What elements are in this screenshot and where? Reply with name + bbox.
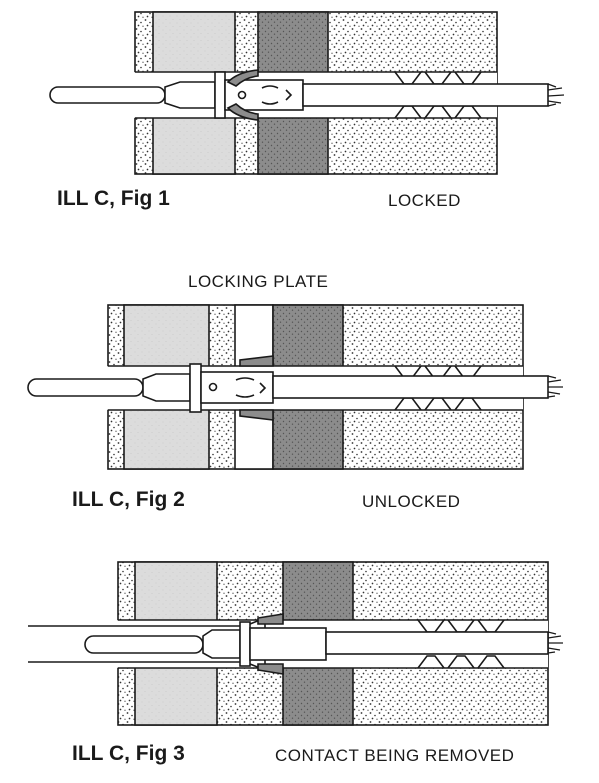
figure-2-drawing [27,304,563,470]
figure-3-drawing [28,561,563,726]
figure-2-label: ILL C, Fig 2 [72,488,185,511]
figure-3-label: ILL C, Fig 3 [72,742,185,765]
figure-1-state: LOCKED [388,191,461,210]
figure-1-drawing [49,11,565,175]
locking-plate-callout: LOCKING PLATE [188,272,329,291]
figure-3-state: CONTACT BEING REMOVED [275,746,515,765]
figure-2-state: UNLOCKED [362,492,461,511]
figure-1-label: ILL C, Fig 1 [57,187,170,210]
